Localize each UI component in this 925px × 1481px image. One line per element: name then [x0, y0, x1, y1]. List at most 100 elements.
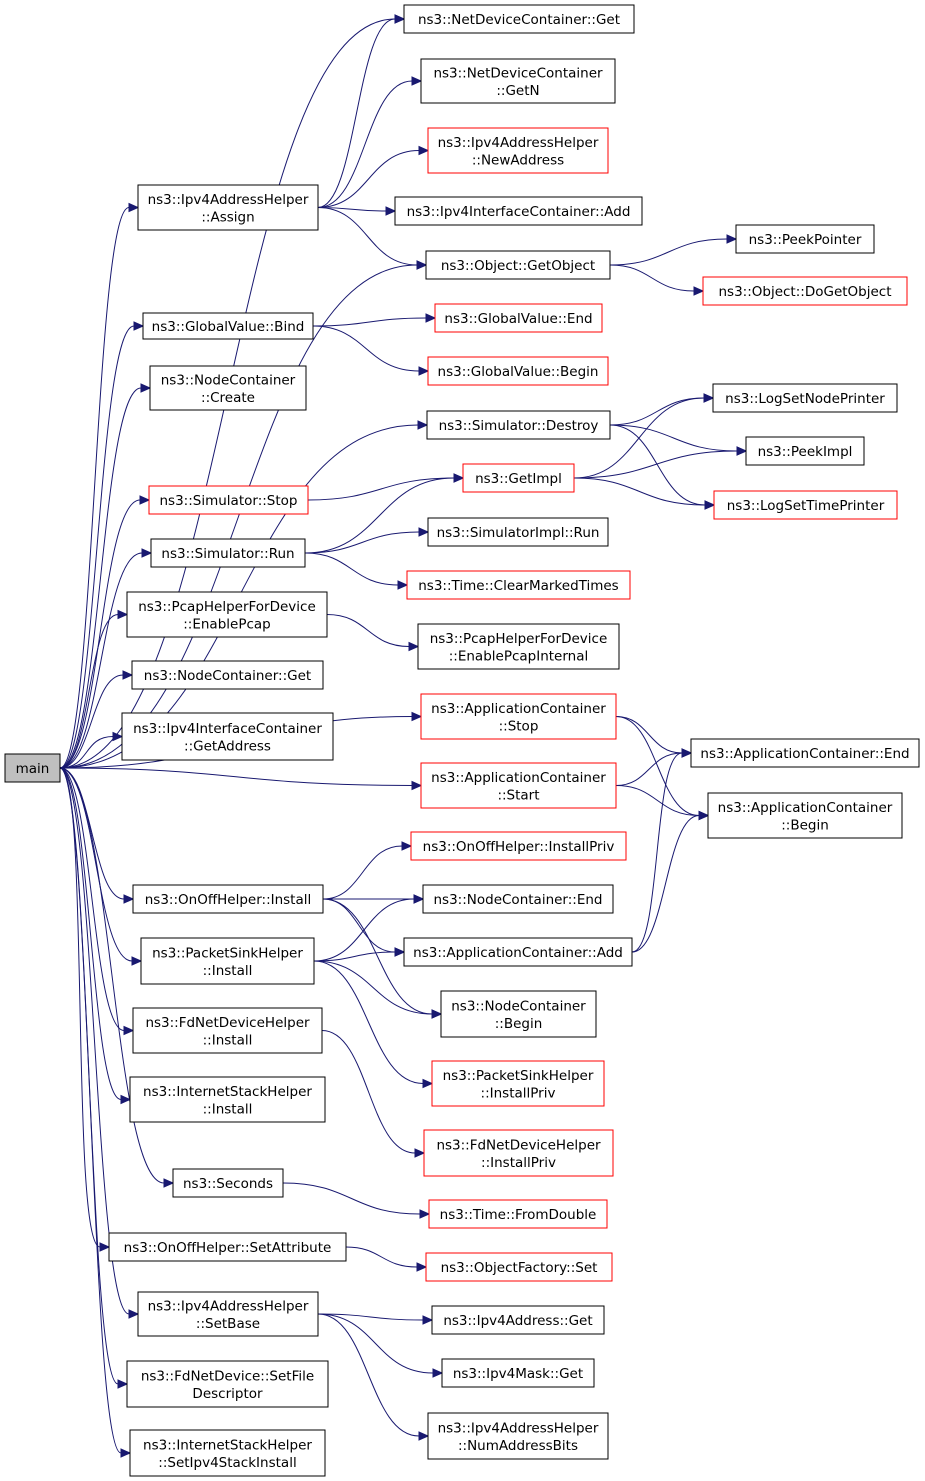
- arrowhead: [128, 202, 140, 213]
- node-label: ns3::NodeContainer: [161, 372, 296, 388]
- node-psh-installpriv[interactable]: ns3::PacketSinkHelper::InstallPriv: [431, 1060, 605, 1107]
- node-seconds[interactable]: ns3::Seconds: [172, 1168, 284, 1198]
- node-nc-create[interactable]: ns3::NodeContainer::Create: [149, 365, 307, 411]
- arrowhead: [117, 1379, 129, 1389]
- edge-line: [282, 1182, 421, 1215]
- node-peekpointer[interactable]: ns3::PeekPointer: [735, 224, 875, 254]
- node-sim-destroy[interactable]: ns3::Simulator::Destroy: [426, 410, 611, 440]
- node-label: ns3::Ipv4AddressHelper: [438, 135, 599, 151]
- node-onoff-install[interactable]: ns3::OnOffHelper::Install: [132, 884, 324, 914]
- node-ipv4ic-add[interactable]: ns3::Ipv4InterfaceContainer::Add: [394, 196, 643, 226]
- edge-line: [609, 397, 705, 426]
- node-ipv4ic-getaddress[interactable]: ns3::Ipv4InterfaceContainer::GetAddress: [121, 712, 334, 761]
- node-box: [126, 591, 328, 638]
- node-time-fromdouble[interactable]: ns3::Time::FromDouble: [428, 1199, 608, 1229]
- edge-ipv4ah-setbase-to-ipv4mask-get: [317, 1313, 444, 1378]
- node-label: ::NumAddressBits: [458, 1438, 578, 1454]
- node-peekimpl[interactable]: ns3::PeekImpl: [745, 436, 865, 466]
- edge-line: [573, 450, 738, 479]
- edge-getimpl-to-logsettimeprinter: [573, 477, 716, 510]
- node-ac-begin[interactable]: ns3::ApplicationContainer::Begin: [707, 792, 903, 839]
- edge-line: [304, 531, 420, 554]
- node-box: [137, 184, 319, 231]
- edge-line: [322, 898, 433, 1015]
- node-label: main: [16, 761, 50, 777]
- node-onoff-installpriv[interactable]: ns3::OnOffHelper::InstallPriv: [410, 831, 627, 861]
- node-label: ::InstallPriv: [481, 1155, 556, 1171]
- edge-line: [59, 767, 130, 1315]
- node-ac-add[interactable]: ns3::ApplicationContainer::Add: [403, 937, 633, 967]
- node-ipv4ah-numaddrbits[interactable]: ns3::Ipv4AddressHelper::NumAddressBits: [427, 1412, 609, 1460]
- node-label: ::SetIpv4StackInstall: [158, 1455, 296, 1471]
- edge-line: [317, 207, 387, 212]
- node-label: ns3::InternetStackHelper: [143, 1437, 312, 1453]
- node-box: [425, 1252, 613, 1282]
- node-logsetnodeprinter[interactable]: ns3::LogSetNodePrinter: [712, 383, 898, 413]
- node-ipv4mask-get[interactable]: ns3::Ipv4Mask::Get: [441, 1358, 595, 1388]
- node-ac-start[interactable]: ns3::ApplicationContainer::Start: [420, 762, 617, 809]
- node-getimpl[interactable]: ns3::GetImpl: [462, 463, 575, 493]
- node-box: [426, 410, 611, 440]
- arrowhead: [385, 206, 397, 216]
- node-main[interactable]: main: [4, 753, 61, 783]
- node-ish-setipv4[interactable]: ns3::InternetStackHelper::SetIpv4StackIn…: [129, 1429, 326, 1477]
- node-ish-install[interactable]: ns3::InternetStackHelper::Install: [129, 1076, 326, 1123]
- function-nodes: main ns3::NetDeviceContainer::Getns3::Net…: [4, 4, 920, 1477]
- edge-main-to-fdnd-setfd: [59, 767, 129, 1389]
- node-ndc-get[interactable]: ns3::NetDeviceContainer::Get: [403, 4, 635, 34]
- node-time-clearmarked[interactable]: ns3::Time::ClearMarkedTimes: [406, 570, 631, 600]
- node-gv-bind[interactable]: ns3::GlobalValue::Bind: [142, 312, 314, 340]
- edge-line: [322, 898, 396, 953]
- node-box: [702, 276, 908, 306]
- node-box: [462, 463, 575, 493]
- node-pcap-enable[interactable]: ns3::PcapHelperForDevice::EnablePcap: [126, 591, 328, 638]
- node-obj-getobject[interactable]: ns3::Object::GetObject: [425, 250, 611, 280]
- node-label: ns3::PacketSinkHelper: [443, 1068, 594, 1084]
- node-obj-dogetobject[interactable]: ns3::Object::DoGetObject: [702, 276, 908, 306]
- edge-line: [313, 898, 415, 962]
- edge-line: [59, 736, 114, 769]
- node-gv-begin[interactable]: ns3::GlobalValue::Begin: [427, 356, 609, 386]
- node-label: ::SetBase: [196, 1316, 260, 1332]
- node-nc-get[interactable]: ns3::NodeContainer::Get: [131, 660, 324, 690]
- node-logsettimeprinter[interactable]: ns3::LogSetTimePrinter: [713, 490, 898, 520]
- arrowhead: [123, 1025, 135, 1036]
- node-box: [420, 58, 616, 104]
- node-box: [129, 1076, 326, 1123]
- node-of-set[interactable]: ns3::ObjectFactory::Set: [425, 1252, 613, 1282]
- node-label: ns3::OnOffHelper::InstallPriv: [423, 839, 615, 855]
- node-simimpl-run[interactable]: ns3::SimulatorImpl::Run: [427, 517, 609, 547]
- edge-main-to-pcap-enable: [59, 609, 129, 769]
- node-pcap-enableinternal[interactable]: ns3::PcapHelperForDevice::EnablePcapInte…: [417, 623, 620, 670]
- node-sim-run[interactable]: ns3::Simulator::Run: [150, 538, 306, 568]
- edge-onoff-install-to-onoff-installpriv: [322, 841, 413, 900]
- node-ndc-getn[interactable]: ns3::NetDeviceContainer::GetN: [420, 58, 616, 104]
- node-ac-end[interactable]: ns3::ApplicationContainer::End: [690, 738, 920, 768]
- edge-obj-getobject-to-obj-dogetobject: [609, 264, 705, 296]
- node-ac-stop[interactable]: ns3::ApplicationContainer::Stop: [420, 693, 617, 740]
- node-ipv4addr-get[interactable]: ns3::Ipv4Address::Get: [431, 1305, 605, 1335]
- node-onoff-setattr[interactable]: ns3::OnOffHelper::SetAttribute: [108, 1232, 347, 1262]
- node-gv-end[interactable]: ns3::GlobalValue::End: [434, 303, 603, 333]
- node-fdndh-install[interactable]: ns3::FdNetDeviceHelper::Install: [132, 1007, 323, 1054]
- node-label: ns3::Time::FromDouble: [440, 1207, 597, 1223]
- edge-line: [313, 960, 433, 1015]
- node-label: ns3::SimulatorImpl::Run: [437, 525, 600, 541]
- node-box: [140, 937, 315, 985]
- node-sim-stop[interactable]: ns3::Simulator::Stop: [148, 485, 309, 515]
- node-box: [440, 990, 597, 1038]
- node-label: ns3::LogSetTimePrinter: [727, 498, 885, 514]
- node-ipv4ah-newaddr[interactable]: ns3::Ipv4AddressHelper::NewAddress: [427, 127, 609, 174]
- node-ipv4ah-assign[interactable]: ns3::Ipv4AddressHelper::Assign: [137, 184, 319, 231]
- node-psh-install[interactable]: ns3::PacketSinkHelper::Install: [140, 937, 315, 985]
- arrowhead: [414, 1148, 426, 1158]
- edge-line: [615, 752, 683, 786]
- node-nc-begin[interactable]: ns3::NodeContainer::Begin: [440, 990, 597, 1038]
- node-ipv4ah-setbase[interactable]: ns3::Ipv4AddressHelper::SetBase: [137, 1291, 319, 1337]
- arrowhead: [411, 76, 423, 86]
- edge-line: [326, 614, 410, 647]
- node-nc-end[interactable]: ns3::NodeContainer::End: [422, 884, 614, 914]
- node-label: ::Assign: [201, 209, 254, 225]
- node-fdndh-installpriv[interactable]: ns3::FdNetDeviceHelper::InstallPriv: [423, 1129, 614, 1177]
